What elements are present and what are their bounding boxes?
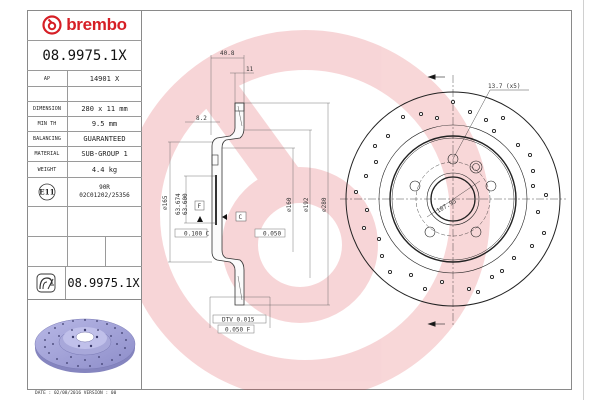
spec-value: 9.5 mm (91, 120, 118, 128)
blank-row (27, 207, 142, 237)
spec-row: DIMENSION 280 x 11 mm (27, 102, 142, 117)
cross-drilled-holes (353, 99, 549, 295)
svg-text:40.8: 40.8 (220, 50, 235, 57)
svg-text:11: 11 (246, 66, 254, 73)
spec-value: GUARANTEED (83, 135, 126, 143)
spec-row: WEIGHT 4.4 kg (27, 162, 142, 178)
spec-row: BALANCING GUARANTEED (27, 132, 142, 147)
bolt-holes (409, 153, 497, 238)
svg-text:0.050: 0.050 (263, 231, 281, 238)
svg-text:63.674: 63.674 (175, 193, 182, 215)
svg-text:⌀165: ⌀165 (162, 195, 169, 210)
blank-row (27, 237, 142, 267)
datum-c: C (222, 211, 247, 222)
svg-text:⌀160: ⌀160 (286, 197, 293, 212)
approval-number: 02C01202/25356 (79, 192, 130, 199)
spec-label (27, 87, 68, 101)
datum-f: F (194, 200, 205, 222)
disc-render-image (34, 318, 136, 373)
svg-text:0.050 F: 0.050 F (225, 327, 251, 334)
xtra-part-number: 08.9975.1X (67, 276, 140, 290)
spec-value: SUB-GROUP 1 (81, 150, 128, 158)
part-number: 08.9975.1X (42, 47, 127, 64)
spec-label: WEIGHT (27, 162, 68, 177)
footer-date-version: DATE : 02/08/2016 VERSION : 00 (35, 391, 117, 396)
spec-value: 14901 X (89, 74, 120, 83)
svg-text:⌀192: ⌀192 (303, 197, 310, 212)
svg-text:8.2: 8.2 (196, 115, 207, 122)
svg-text:F: F (198, 203, 202, 210)
svg-text:⌀280: ⌀280 (321, 197, 328, 212)
spec-value (67, 87, 142, 101)
e11-approval-icon: E11 (38, 183, 56, 201)
approval-code: 90R (99, 184, 110, 191)
spec-label: MIN TH (27, 117, 68, 131)
spec-row: MIN TH 9.5 mm (27, 117, 142, 132)
product-render (27, 300, 142, 390)
approval-row: E11 90R 02C01202/25356 (27, 178, 142, 207)
spec-table: brembo 08.9975.1X AP 14901 X DIMENSION 280… (27, 10, 142, 390)
svg-text:E11: E11 (39, 188, 54, 197)
watermark-logo-icon (120, 30, 490, 400)
spec-label: DIMENSION (27, 102, 68, 116)
spec-label: BALANCING (27, 132, 68, 146)
svg-text:0.100 C: 0.100 C (184, 231, 210, 238)
svg-text:DTV 0.015: DTV 0.015 (222, 317, 255, 324)
brembo-logo-icon (42, 15, 62, 35)
spec-value: 280 x 11 mm (81, 105, 128, 113)
spec-row: MATERIAL SUB-GROUP 1 (27, 147, 142, 162)
dimension-lines (168, 55, 330, 328)
spec-row: AP 14901 X (27, 71, 142, 87)
disc-front-view (340, 74, 566, 327)
spec-value: 4.4 kg (91, 165, 118, 174)
tolerance-boxes: 0.100 C 0.050 DTV 0.015 0.050 F (174, 228, 286, 334)
xtra-badge-icon (36, 273, 56, 293)
drawing-frame (27, 10, 572, 390)
dimension-labels: 40.8 11 8.2 ⌀165 63.674 63.600 ⌀160 ⌀192… (162, 50, 328, 215)
sheet-border (583, 0, 584, 400)
brand-name: brembo (66, 15, 127, 34)
technical-drawing: 40.8 11 8.2 ⌀165 63.674 63.600 ⌀160 ⌀192… (120, 10, 572, 400)
hole-dimension: 13.7 (x5) (488, 83, 521, 90)
spec-label: MATERIAL (27, 147, 68, 161)
svg-text:63.600: 63.600 (182, 193, 189, 215)
spec-row (27, 87, 142, 102)
xtra-row: 08.9975.1X (27, 267, 142, 300)
brand-row: brembo (27, 10, 142, 41)
drawing-canvas: 40.8 11 8.2 ⌀165 63.674 63.600 ⌀160 ⌀192… (120, 30, 566, 400)
spec-label: AP (27, 71, 68, 86)
svg-text:C: C (239, 214, 243, 221)
part-number-row: 08.9975.1X (27, 41, 142, 71)
